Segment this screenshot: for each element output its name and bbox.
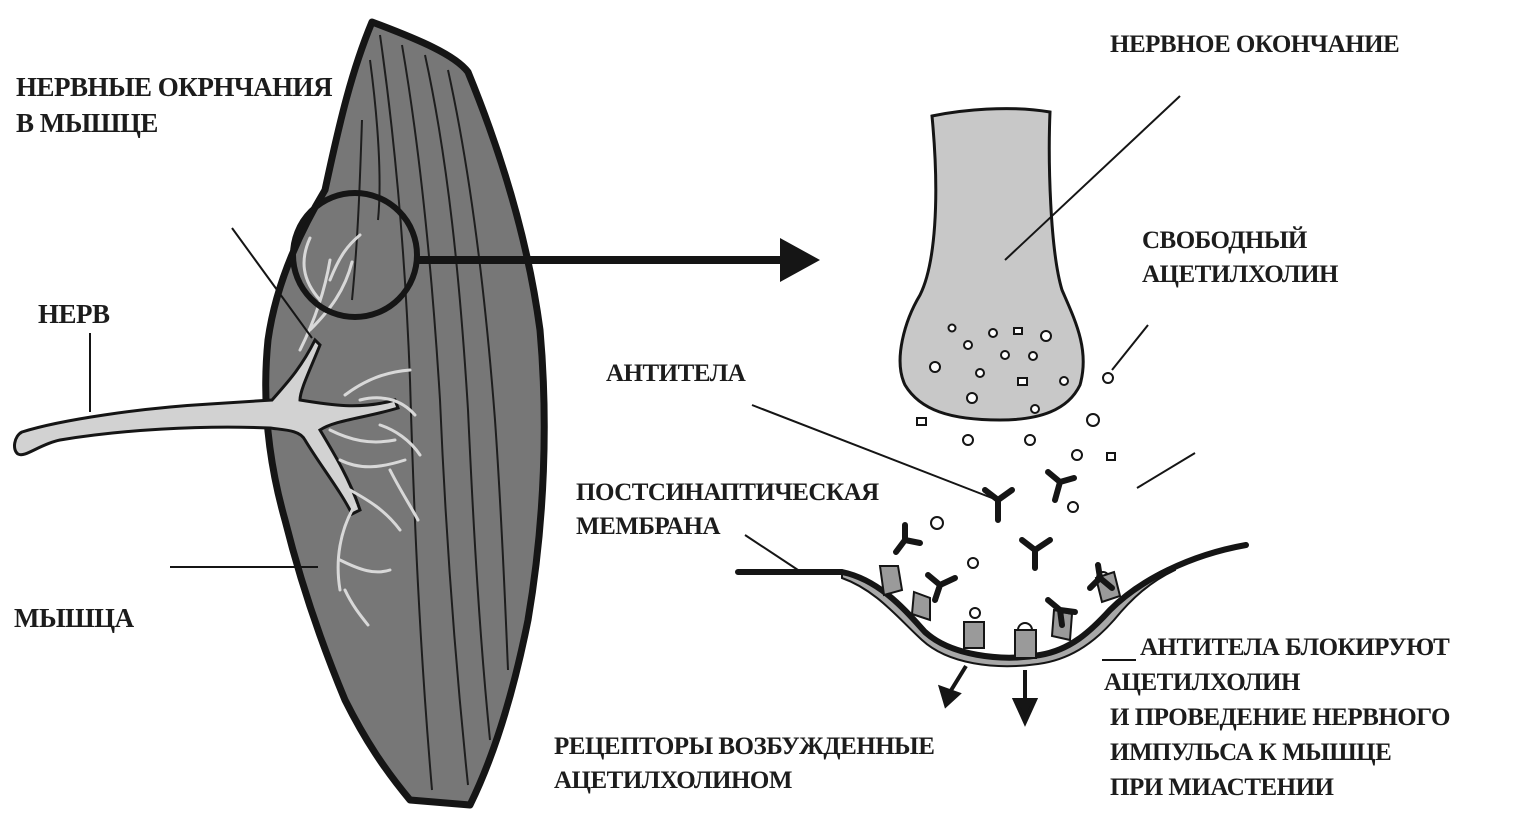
block-line-5: ПРИ МИАСТЕНИИ [1104,770,1450,805]
block-line-3: И ПРОВЕДЕНИЕ НЕРВНОГО [1104,700,1450,735]
nerve-endings-line-2: В МЫШЦЕ [16,105,332,141]
receptors-line-1: РЕЦЕПТОРЫ ВОЗБУЖДЕННЫЕ [554,730,934,764]
postsynaptic-membrane-label: ПОСТСИНАПТИЧЕСКАЯ МЕМБРАНА [576,476,879,544]
block-line-2: АЦЕТИЛХОЛИН [1104,665,1450,700]
block-line-4: ИМПУЛЬСА К МЫШЦЕ [1104,735,1450,770]
nerve-label: НЕРВ [38,296,110,332]
free-acetylcholine-line-2: АЦЕТИЛХОЛИН [1142,258,1338,292]
antibodies-label: АНТИТЕЛА [606,357,745,391]
postsynaptic-line-2: МЕМБРАНА [576,510,879,544]
free-acetylcholine-line-1: СВОБОДНЫЙ [1142,224,1338,258]
nerve-endings-line-1: НЕРВНЫЕ ОКРНЧАНИЯ [16,69,332,105]
nerve-ending-label: НЕРВНОЕ ОКОНЧАНИЕ [1110,28,1399,62]
excitation-arrows [941,666,1035,722]
postsynaptic-line-1: ПОСТСИНАПТИЧЕСКАЯ [576,476,879,510]
block-line-1: АНТИТЕЛА БЛОКИРУЮТ [1104,630,1450,665]
free-acetylcholine-label: СВОБОДНЫЙ АЦЕТИЛХОЛИН [1142,224,1338,292]
antibodies-block-label: АНТИТЕЛА БЛОКИРУЮТ АЦЕТИЛХОЛИН И ПРОВЕДЕ… [1104,630,1450,805]
nerve-terminal [900,109,1083,420]
receptors-excited-label: РЕЦЕПТОРЫ ВОЗБУЖДЕННЫЕ АЦЕТИЛХОЛИНОМ [554,730,934,798]
muscle-label: МЫШЦА [14,600,134,636]
receptors-line-2: АЦЕТИЛХОЛИНОМ [554,764,934,798]
nerve-endings-in-muscle-label: НЕРВНЫЕ ОКРНЧАНИЯ В МЫШЦЕ [16,69,332,141]
